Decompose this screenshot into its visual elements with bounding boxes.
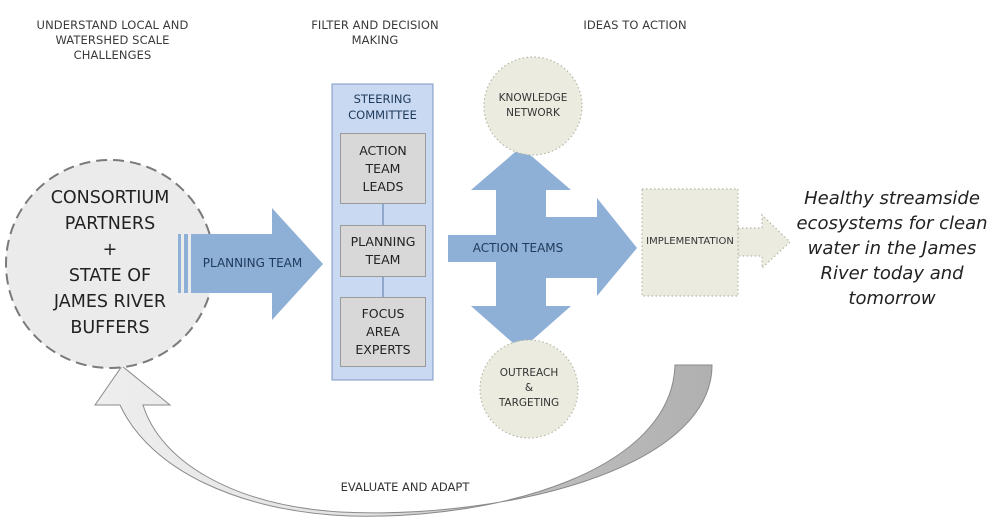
box-line: PLANNING: [350, 234, 416, 249]
outcome-line: Healthy streamside: [804, 188, 980, 209]
title-line: STEERING: [353, 92, 412, 106]
planning-team-label: PLANNING TEAM: [202, 256, 303, 270]
steering-committee: STEERING COMMITTEE ACTION TEAM LEADS PLA…: [332, 84, 433, 380]
focus-area-experts-box: FOCUS AREA EXPERTS: [340, 297, 426, 367]
planning-team-box: PLANNING TEAM: [340, 225, 426, 277]
header-line: UNDERSTAND LOCAL AND: [36, 18, 189, 32]
box-line: EXPERTS: [355, 342, 411, 357]
outcome-text: Healthy streamside ecosystems for clean …: [792, 186, 992, 311]
circle-line: CONSORTIUM: [50, 188, 170, 208]
box-line: FOCUS: [361, 306, 405, 321]
header-filter: FILTER AND DECISION MAKING: [300, 18, 450, 48]
header-ideas: IDEAS TO ACTION: [555, 18, 715, 33]
implementation-label: IMPLEMENTATION: [646, 236, 734, 247]
circle-line: KNOWLEDGE: [498, 92, 568, 104]
source-circle-text: CONSORTIUM PARTNERS + STATE OF JAMES RIV…: [20, 185, 200, 341]
outreach-targeting-circle: [479, 339, 579, 439]
knowledge-network-text: KNOWLEDGE NETWORK: [484, 91, 582, 121]
header-line: IDEAS TO ACTION: [583, 18, 687, 32]
planning-team-arrow: [178, 208, 323, 320]
header-line: FILTER AND DECISION: [311, 18, 439, 32]
circle-line: STATE OF: [68, 266, 152, 286]
circle-line: &: [524, 382, 534, 394]
circle-line: OUTREACH: [499, 367, 559, 379]
box-line: TEAM: [365, 160, 401, 176]
outreach-targeting-text: OUTREACH & TARGETING: [480, 366, 578, 411]
outcome-line: ecosystems for clean: [796, 213, 988, 234]
box-line: TEAM: [365, 252, 401, 267]
outcome-line: River today and: [820, 263, 964, 284]
circle-line: +: [102, 240, 118, 260]
evaluate-adapt-arrow: [94, 364, 713, 517]
action-teams-label: ACTION TEAMS: [472, 241, 564, 255]
box-line: LEADS: [362, 178, 404, 194]
circle-line: PARTNERS: [64, 214, 156, 234]
title-line: COMMITTEE: [348, 108, 417, 122]
box-line: AREA: [366, 324, 400, 339]
action-teams-arrow: [448, 147, 637, 350]
evaluate-adapt-label: EVALUATE AND ADAPT: [340, 480, 470, 494]
steering-committee-title: STEERING COMMITTEE: [332, 91, 433, 123]
implementation-shape: [641, 188, 791, 297]
knowledge-network-circle: [483, 56, 583, 156]
action-team-leads-box: ACTION TEAM LEADS: [340, 133, 426, 204]
circle-line: JAMES RIVER: [53, 292, 167, 312]
header-line: WATERSHED SCALE: [55, 33, 170, 47]
box-line: ACTION: [359, 142, 407, 158]
circle-line: BUFFERS: [70, 318, 150, 338]
header-line: MAKING: [351, 33, 399, 47]
outcome-line: water in the James: [807, 238, 977, 259]
outcome-line: tomorrow: [848, 288, 936, 309]
header-line: CHALLENGES: [73, 48, 152, 62]
header-understand: UNDERSTAND LOCAL AND WATERSHED SCALE CHA…: [20, 18, 205, 63]
circle-line: NETWORK: [506, 107, 560, 119]
circle-line: TARGETING: [498, 397, 560, 409]
